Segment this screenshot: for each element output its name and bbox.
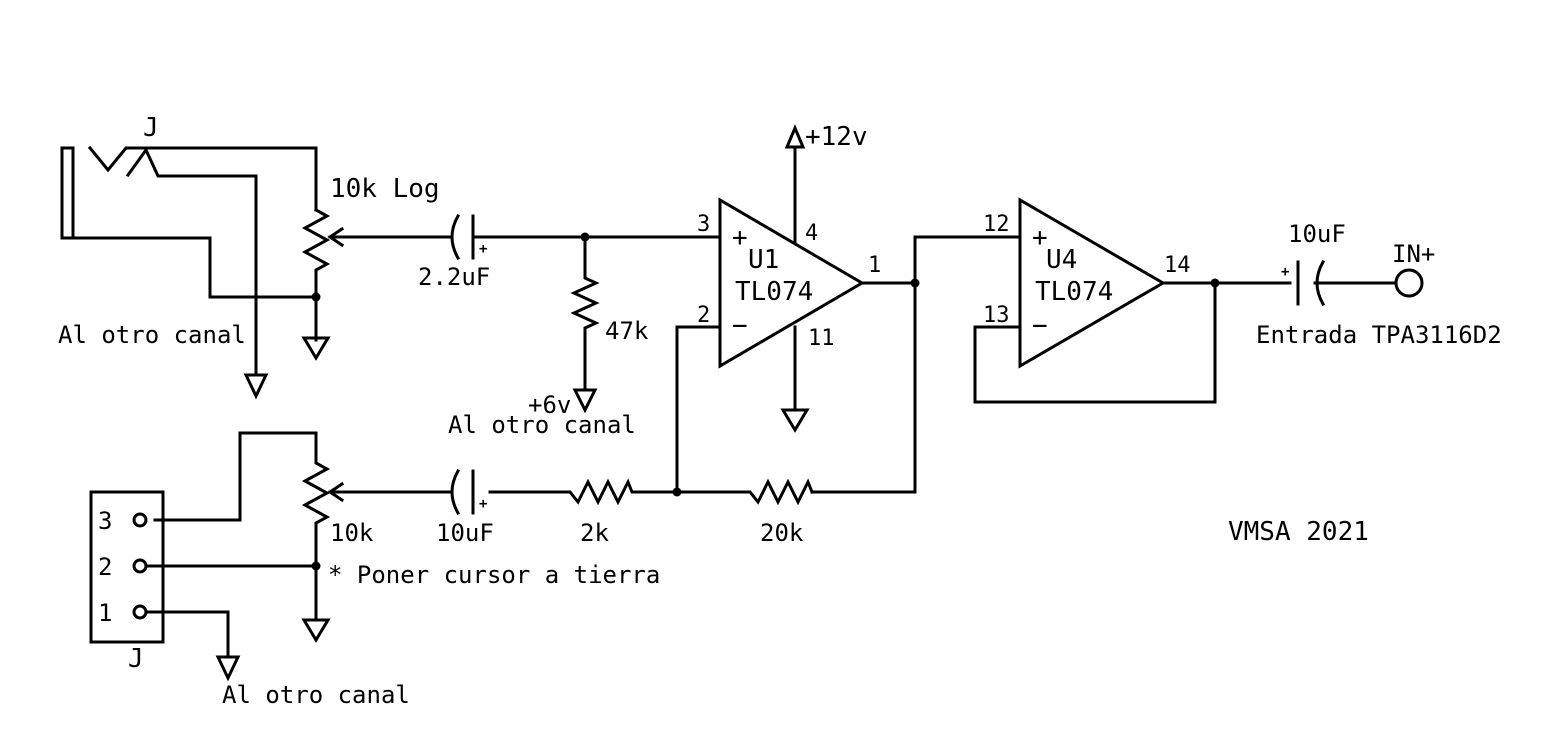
opamp-u4-pin12: 12	[983, 212, 1010, 237]
pot-lin-label: 10k	[330, 519, 374, 547]
output-description: Entrada TPA3116D2	[1256, 321, 1502, 349]
opamp-u4-minus: −	[1032, 311, 1048, 341]
resistor-input-label: 2k	[580, 519, 609, 547]
opamp-u1-plus: +	[732, 223, 748, 253]
resistor-bias-label: 47k	[605, 317, 649, 345]
resistor-input	[488, 478, 679, 506]
credit-label: VMSA 2021	[1228, 517, 1369, 547]
opamp-u1-pin11: 11	[808, 326, 835, 351]
resistor-bias	[570, 235, 600, 392]
junction-dot	[1210, 278, 1220, 288]
pot-log-wiper-arrow	[327, 226, 345, 248]
header-pin-3	[132, 512, 148, 528]
wire	[675, 325, 722, 494]
pot-lin-wiper-arrow	[327, 481, 345, 503]
resistor-feedback-label: 20k	[760, 519, 804, 547]
header-pin-2	[132, 558, 148, 574]
opamp-u1-pin3: 3	[697, 212, 710, 237]
jack-bottom-label: J	[128, 644, 144, 674]
capacitor-input	[450, 213, 587, 261]
capacitor-output-label: 10uF	[1288, 220, 1346, 248]
supply-6v-arrow	[572, 388, 598, 414]
header-pin-3-label: 3	[98, 507, 112, 535]
jack-top-label: J	[143, 113, 159, 143]
opamp-u1-part: TL074	[735, 277, 813, 307]
opamp-u4-part: TL074	[1035, 277, 1113, 307]
audio-jack-top	[60, 145, 318, 377]
output-terminal	[1394, 268, 1424, 298]
capacitor-input-polarity: +	[479, 241, 487, 257]
ground-ref-left	[243, 373, 269, 400]
ground-symbol	[780, 408, 810, 433]
ground-ref-bottom	[215, 655, 241, 682]
wire	[810, 281, 917, 494]
capacitor-feedback-label: 10uF	[436, 519, 494, 547]
other-channel-label-2: Al otro canal	[448, 411, 636, 439]
resistor-feedback	[675, 478, 814, 506]
capacitor-output	[1296, 259, 1398, 307]
other-channel-label-1: Al otro canal	[58, 321, 246, 349]
wire	[973, 281, 1217, 404]
opamp-u4-pin13: 13	[983, 303, 1010, 328]
supply-12v-arrow	[784, 124, 806, 149]
opamp-u1	[718, 197, 865, 369]
header-pin-1	[132, 604, 148, 620]
opamp-u1-minus: −	[732, 311, 748, 341]
other-channel-label-3: Al otro canal	[222, 681, 410, 709]
opamp-u1-ref: U1	[748, 245, 779, 275]
opamp-u4	[1018, 197, 1166, 369]
junction-dot	[311, 292, 321, 302]
wire	[153, 431, 318, 522]
capacitor-feedback-polarity: +	[479, 496, 487, 512]
header-pin-2-label: 2	[98, 553, 112, 581]
capacitor-feedback	[450, 468, 475, 516]
opamp-u1-pin2: 2	[697, 303, 710, 328]
supply-6v-label: +6v	[528, 391, 571, 419]
pot-lin	[301, 431, 331, 622]
opamp-u1-pin1: 1	[868, 253, 881, 278]
supply-12v-label: +12v	[805, 122, 868, 152]
opamp-u1-pin4: 4	[805, 221, 818, 246]
capacitor-output-polarity: +	[1281, 264, 1289, 280]
opamp-u4-ref: U4	[1046, 245, 1077, 275]
opamp-u4-plus: +	[1032, 223, 1048, 253]
output-node-label: IN+	[1392, 240, 1435, 268]
pot-log-label: 10k Log	[330, 174, 440, 204]
wire	[913, 235, 1022, 285]
opamp-u4-pin14: 14	[1164, 253, 1191, 278]
cursor-note: * Poner cursor a tierra	[328, 561, 660, 589]
header-pin-1-label: 1	[98, 599, 112, 627]
ground-symbol	[301, 618, 331, 643]
ground-symbol	[301, 336, 331, 361]
capacitor-input-label: 2.2uF	[418, 263, 490, 291]
pot-log	[301, 207, 331, 342]
wire	[144, 610, 230, 659]
